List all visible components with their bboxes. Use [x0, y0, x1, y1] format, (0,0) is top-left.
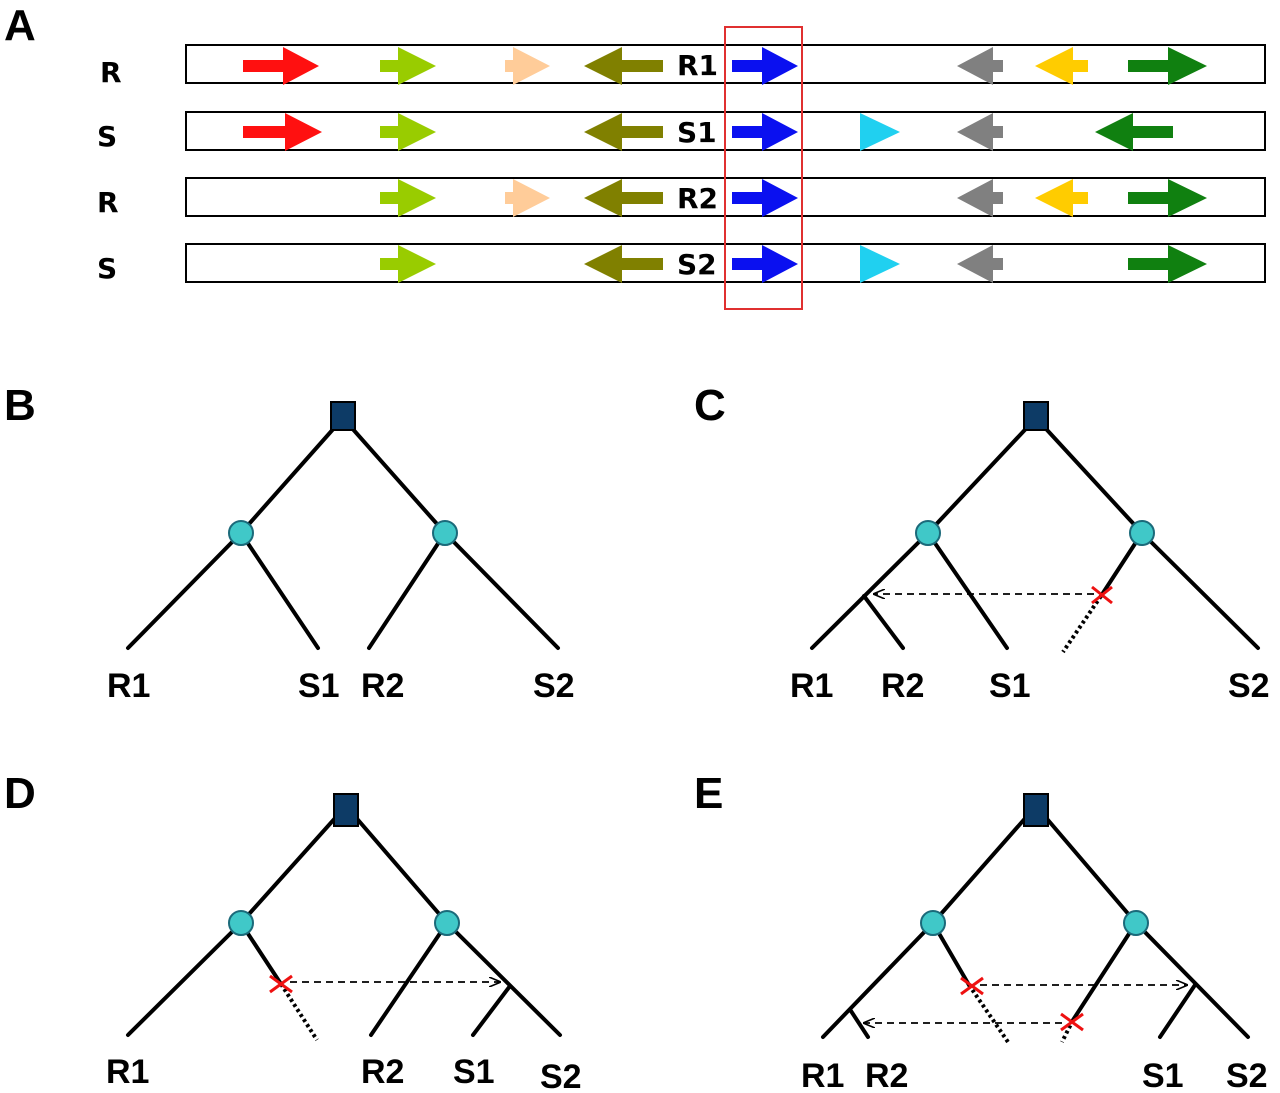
gene-arrow-blue-icon	[732, 179, 798, 217]
gene-arrow-olive-icon	[584, 245, 663, 283]
tree-d-root-node	[333, 793, 359, 827]
tree-e-root-node	[1023, 793, 1049, 827]
gene-arrow-peach-icon	[505, 179, 550, 217]
row-label-1: R	[100, 56, 122, 89]
tree-c-speciation-node-right	[1129, 520, 1155, 546]
panel-letter-d: D	[4, 769, 36, 818]
gene-arrow-yellow-icon	[1035, 47, 1088, 85]
tree-b-root-node	[330, 401, 356, 431]
gene-arrow-green-icon	[1095, 113, 1173, 151]
panel-letter-a: A	[4, 1, 36, 50]
tree-c-speciation-node-left	[915, 520, 941, 546]
gene-arrow-blue-icon	[732, 47, 798, 85]
gene-arrow-olive-icon	[584, 179, 663, 217]
gene-arrow-gray-icon	[957, 245, 1003, 283]
tree-d-leaf-1: R1	[106, 1053, 149, 1091]
tree-c-leaf-1: R1	[790, 667, 833, 705]
gene-arrow-peach-icon	[505, 47, 550, 85]
gene-arrow-light-green-icon	[380, 179, 436, 217]
gene-label-s1: S1	[677, 116, 717, 149]
gene-arrow-yellow-icon	[1035, 179, 1088, 217]
tree-b-leaf-1: R1	[107, 667, 150, 705]
tree-d-leaf-4: S2	[540, 1058, 582, 1093]
tree-d-loss-cross-icon	[269, 974, 293, 994]
tree-b-leaf-3: R2	[361, 667, 404, 705]
genome-row-3-arrows	[380, 179, 1207, 217]
gene-arrow-gray-icon	[957, 179, 1003, 217]
tree-c-loss-cross-icon	[1091, 585, 1113, 605]
genome-row-1-arrows	[243, 47, 1207, 85]
gene-arrow-blue-icon	[732, 245, 798, 283]
gene-arrow-gray-icon	[957, 113, 1003, 151]
gene-arrow-green-icon	[1128, 245, 1207, 283]
tree-c: R1 R2 S1 S2	[790, 401, 1270, 705]
panel-letter-b: B	[4, 381, 36, 430]
tree-c-leaf-3: S1	[989, 667, 1031, 705]
gene-label-r2: R2	[677, 182, 718, 215]
gene-arrow-light-green-icon	[380, 245, 436, 283]
gene-arrow-olive-icon	[584, 113, 663, 151]
row-label-4: S	[97, 252, 117, 285]
tree-e-speciation-node-left	[920, 910, 946, 936]
gene-arrow-cyan-icon	[860, 113, 900, 151]
gene-arrow-green-icon	[1128, 179, 1207, 217]
tree-e-speciation-node-right	[1123, 910, 1149, 936]
tree-d-speciation-node-left	[228, 910, 254, 936]
tree-d-leaf-3: S1	[453, 1053, 495, 1091]
tree-e-leaf-3: S1	[1142, 1057, 1184, 1093]
gene-arrow-cyan-icon	[860, 245, 900, 283]
tree-e-loss-cross-icon-2	[1060, 1012, 1084, 1032]
tree-e-leaf-4: S2	[1226, 1057, 1268, 1093]
gene-arrow-light-green-icon	[380, 47, 436, 85]
gene-label-r1: R1	[677, 49, 718, 82]
gene-arrow-light-green-icon	[380, 113, 436, 151]
tree-b-speciation-node-right	[432, 520, 458, 546]
row-label-2: S	[97, 120, 117, 153]
gene-arrow-red-icon	[243, 47, 319, 85]
tree-c-leaf-2: R2	[881, 667, 924, 705]
tree-d: R1 R2 S1 S2	[106, 793, 582, 1093]
panel-letter-e: E	[694, 769, 723, 818]
tree-e: R1 R2 S1 S2	[801, 793, 1268, 1093]
gene-label-s2: S2	[677, 248, 717, 281]
tree-d-leaf-2: R2	[361, 1053, 404, 1091]
panel-letter-c: C	[694, 381, 726, 430]
gene-arrow-blue-icon	[732, 113, 798, 151]
tree-b-leaf-4: S2	[533, 667, 575, 705]
tree-b-leaf-2: S1	[298, 667, 340, 705]
tree-e-leaf-2: R2	[865, 1057, 908, 1093]
tree-e-leaf-1: R1	[801, 1057, 844, 1093]
orthologous-gene-highlight-box	[724, 26, 803, 310]
tree-c-leaf-4: S2	[1228, 667, 1270, 705]
genome-row-2-arrows	[243, 113, 1173, 151]
gene-arrow-red-icon	[243, 113, 322, 151]
tree-e-loss-cross-icon-1	[960, 976, 984, 996]
tree-c-root-node	[1023, 401, 1049, 431]
gene-arrow-gray-icon	[957, 47, 1003, 85]
gene-arrow-olive-icon	[584, 47, 663, 85]
tree-b-speciation-node-left	[228, 520, 254, 546]
gene-arrow-green-icon	[1128, 47, 1207, 85]
row-label-3: R	[97, 186, 119, 219]
tree-d-speciation-node-right	[434, 910, 460, 936]
tree-b: R1 S1 R2 S2	[107, 401, 575, 705]
genome-row-4-arrows	[380, 245, 1207, 283]
